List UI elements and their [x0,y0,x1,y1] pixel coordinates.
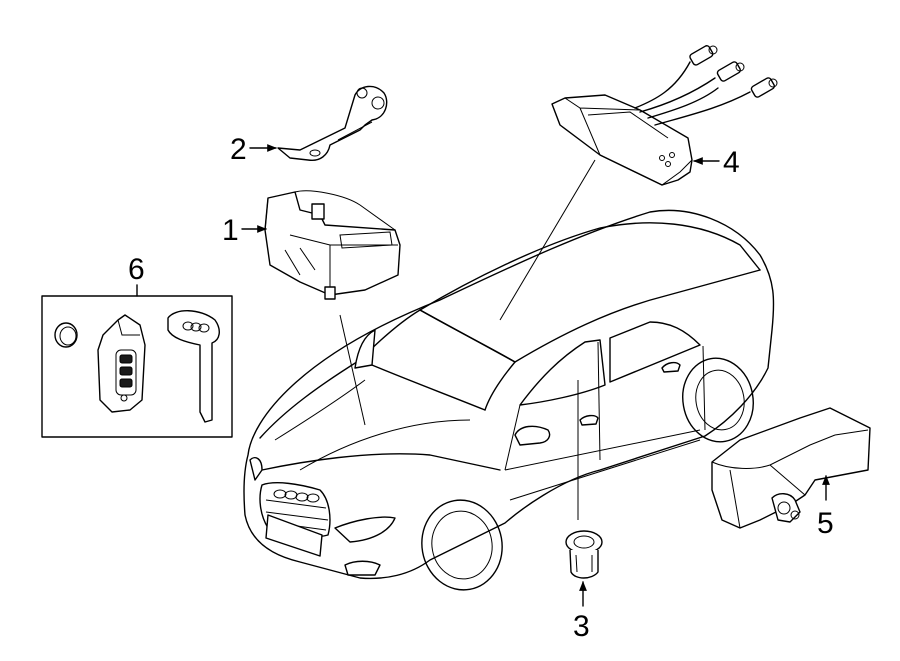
callout-6: 6 [128,253,145,297]
svg-text:5: 5 [817,507,834,540]
svg-text:4: 4 [723,146,740,179]
callout-2: 2 [230,133,277,166]
car-illustration [243,209,775,591]
leader-lines [339,159,596,520]
part-6-key-kit [41,295,233,438]
part-2-bracket [277,85,388,162]
svg-text:2: 2 [230,133,247,166]
callout-5: 5 [817,475,834,540]
svg-text:6: 6 [128,253,145,286]
svg-text:3: 3 [573,610,590,643]
callout-1: 1 [222,214,267,247]
part-3-sensor [565,530,603,579]
part-1-module [264,190,401,300]
svg-text:1: 1 [222,214,239,247]
part-4-antenna-module [551,45,778,186]
callout-4: 4 [693,146,740,179]
part-5-module [711,407,871,529]
callout-3: 3 [573,581,590,643]
